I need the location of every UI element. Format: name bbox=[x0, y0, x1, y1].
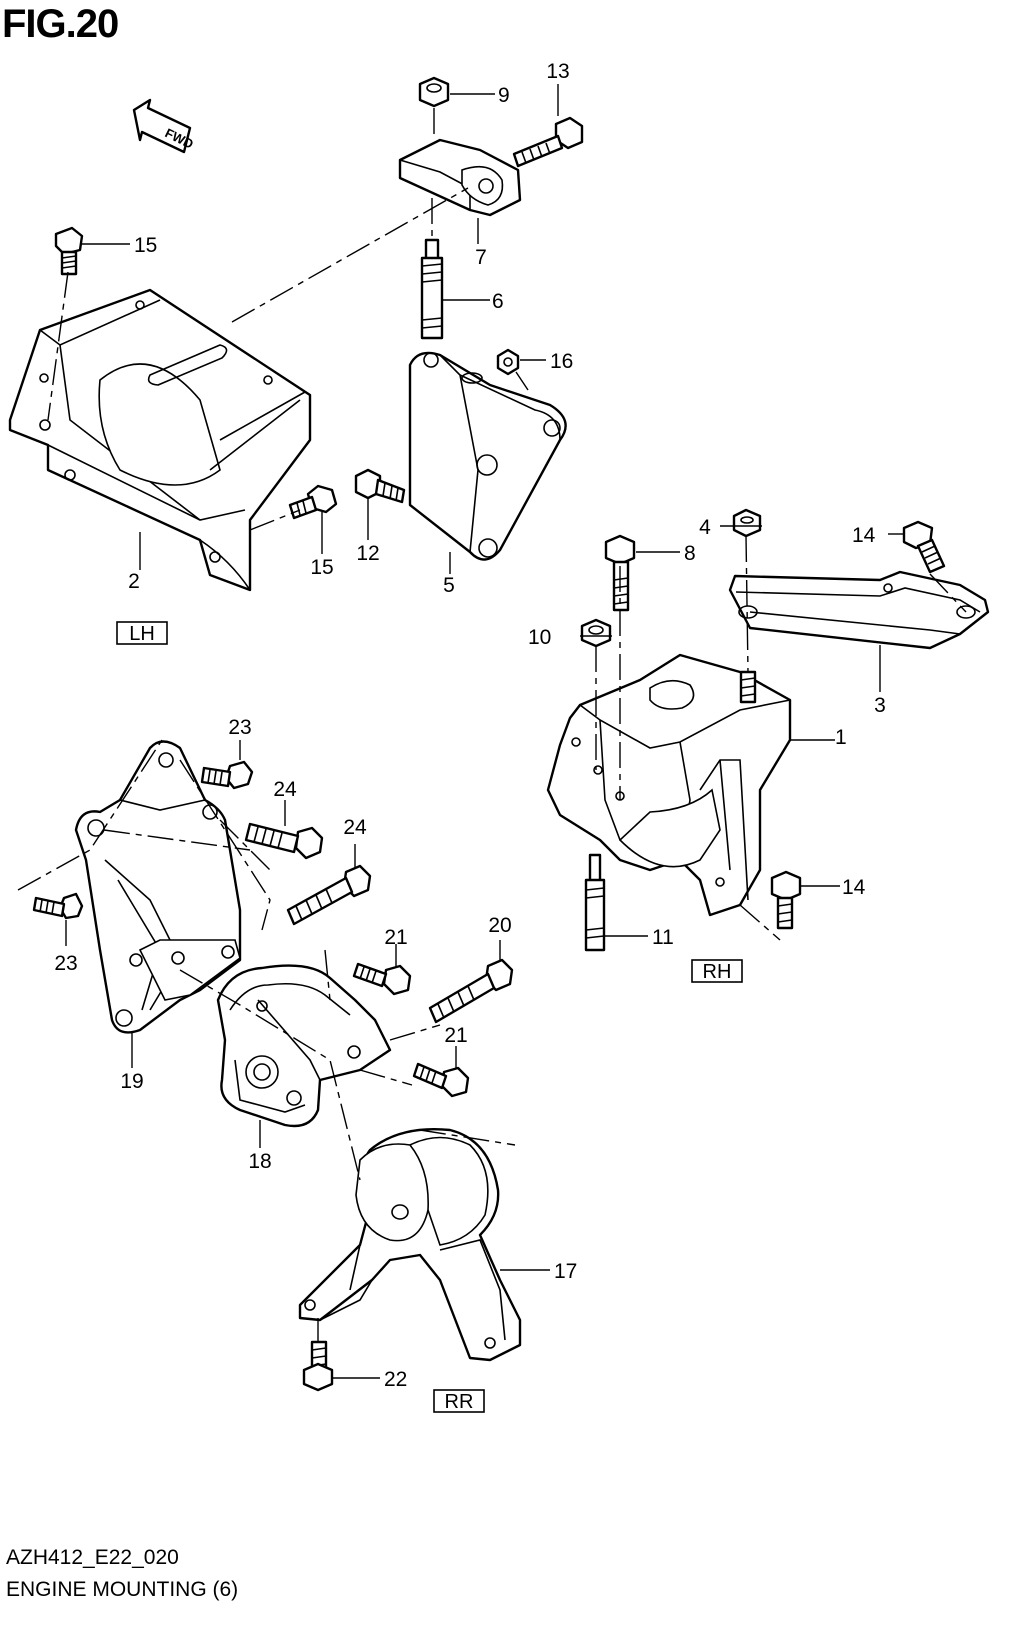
rr-mount-line-c bbox=[419, 1129, 516, 1146]
part-13-bolt bbox=[512, 116, 584, 168]
callout-19: 19 bbox=[120, 1070, 143, 1093]
callout-6: 6 bbox=[492, 290, 504, 313]
rh-lower-line bbox=[739, 904, 781, 941]
part-4-nut bbox=[732, 508, 762, 538]
rr-mount-line-b bbox=[324, 949, 331, 1001]
part-23-bolt-lower bbox=[32, 892, 84, 920]
rr-mount-line-a bbox=[179, 969, 361, 1181]
part-18-rear-bracket bbox=[216, 964, 392, 1128]
part-7-upper-bracket bbox=[398, 138, 522, 217]
callout-20: 20 bbox=[488, 914, 511, 937]
callout-1: 1 bbox=[835, 726, 847, 749]
callout-13: 13 bbox=[546, 60, 569, 83]
part-21-bolt-upper bbox=[352, 962, 412, 996]
part-12-bolt bbox=[354, 468, 406, 504]
part-23-bolt-upper bbox=[200, 760, 254, 790]
part-1-rh-mount bbox=[546, 653, 792, 917]
callout-5: 5 bbox=[443, 574, 455, 597]
part-24-bolt-lower bbox=[286, 864, 372, 926]
callout-3: 3 bbox=[874, 694, 886, 717]
callout-21-lower: 21 bbox=[444, 1024, 467, 1047]
callout-11: 11 bbox=[652, 926, 674, 949]
callout-7: 7 bbox=[475, 246, 487, 269]
part-14-bolt-top bbox=[902, 520, 946, 574]
rr-bracket-line-c bbox=[103, 829, 251, 851]
rr-bolt-line bbox=[219, 819, 271, 871]
callout-2: 2 bbox=[128, 570, 140, 593]
group-label-lh: LH bbox=[116, 621, 168, 645]
rr-bolt-lines bbox=[359, 1024, 441, 1086]
part-11-stud bbox=[584, 853, 606, 952]
figure-caption: ENGINE MOUNTING (6) bbox=[6, 1578, 239, 1601]
callout-14-top: 14 bbox=[852, 524, 876, 547]
callout-24-upper: 24 bbox=[273, 778, 297, 801]
lh-stud-line bbox=[431, 108, 435, 240]
callout-23-upper: 23 bbox=[228, 716, 251, 739]
callout-18: 18 bbox=[248, 1150, 271, 1173]
part-17-rear-mount bbox=[298, 1128, 522, 1362]
callout-15-lower: 15 bbox=[310, 556, 333, 579]
part-16-nut bbox=[496, 348, 520, 376]
callout-24-lower: 24 bbox=[343, 816, 367, 839]
group-label-rh: RH bbox=[691, 959, 743, 983]
group-label-rr: RR bbox=[433, 1389, 485, 1413]
lh-bolt15-line bbox=[249, 509, 301, 531]
part-22-bolt bbox=[302, 1340, 334, 1392]
callout-16: 16 bbox=[550, 350, 573, 373]
callout-8: 8 bbox=[684, 542, 696, 565]
callout-23-lower: 23 bbox=[54, 952, 77, 975]
callout-9: 9 bbox=[498, 84, 510, 107]
group-rr-text: RR bbox=[445, 1391, 474, 1413]
group-lh-text: LH bbox=[129, 623, 155, 645]
mount-stud bbox=[739, 670, 757, 704]
part-10-nut bbox=[580, 618, 612, 648]
callout-14-lower: 14 bbox=[842, 876, 866, 899]
part-24-bolt-upper bbox=[244, 822, 324, 860]
figure-title: FIG.20 bbox=[2, 2, 119, 46]
part-8-bolt bbox=[604, 534, 636, 612]
callout-10: 10 bbox=[528, 626, 551, 649]
callout-15-top: 15 bbox=[134, 234, 157, 257]
lh-center-line bbox=[231, 187, 469, 323]
rr-bracket-line-b bbox=[179, 759, 271, 931]
rh-nut4-line bbox=[745, 535, 749, 673]
fwd-arrow-icon: FWD bbox=[132, 98, 196, 154]
group-rh-text: RH bbox=[703, 961, 732, 983]
part-21-bolt-lower bbox=[412, 1062, 470, 1098]
callout-22: 22 bbox=[384, 1368, 407, 1391]
lh-bolt-line bbox=[47, 271, 69, 421]
part-9-nut bbox=[418, 76, 450, 108]
drawing-code: AZH412_E22_020 bbox=[6, 1546, 179, 1569]
part-15-bolt-top bbox=[54, 226, 84, 276]
part-19-rear-bracket bbox=[74, 740, 242, 1034]
callout-12: 12 bbox=[356, 542, 379, 565]
part-15-bolt-lower bbox=[288, 484, 338, 520]
part-3-bracket-arm bbox=[728, 570, 990, 650]
part-2-lh-bracket bbox=[8, 288, 312, 592]
part-20-bolt bbox=[428, 958, 514, 1024]
part-6-stud bbox=[420, 238, 444, 340]
part-5-mount-bracket bbox=[408, 351, 567, 561]
part-14-bolt-lower bbox=[770, 870, 802, 930]
lh-nut16-line bbox=[515, 371, 529, 391]
callout-21-upper: 21 bbox=[384, 926, 407, 949]
callout-4: 4 bbox=[699, 516, 711, 539]
callout-17: 17 bbox=[554, 1260, 577, 1283]
rh-bolt14-line bbox=[929, 573, 967, 613]
